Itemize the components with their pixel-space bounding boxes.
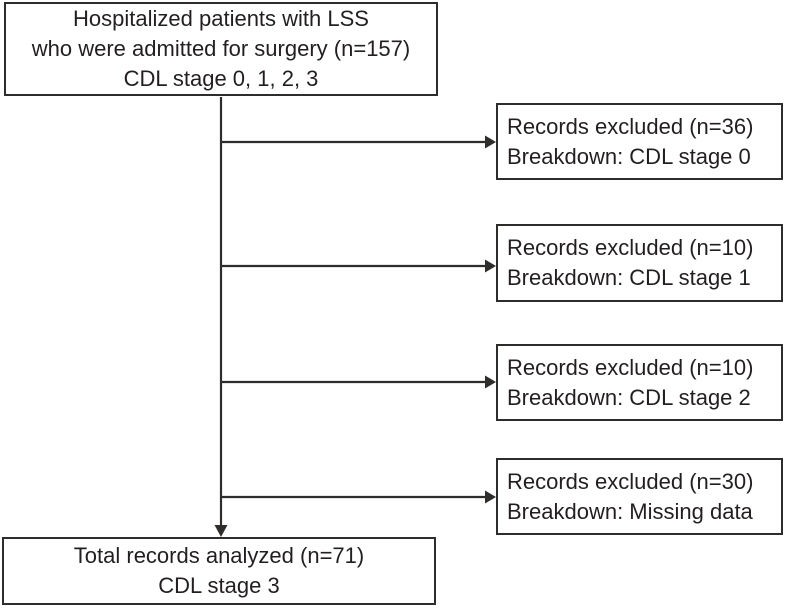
analyzed-box: Total records analyzed (n=71) CDL stage … <box>2 537 436 605</box>
source-box-line-2: who were admitted for surgery (n=157) <box>31 36 411 61</box>
branch-arrow-4 <box>221 490 496 504</box>
analyzed-box-line-2: CDL stage 3 <box>158 573 280 598</box>
branch-arrow-2 <box>221 259 496 273</box>
exclusion-breakdown-line: Breakdown: CDL stage 2 <box>507 384 751 410</box>
exclusion-box-missing-data: Records excluded (n=30) Breakdown: Missi… <box>496 458 783 535</box>
exclusion-box-cdl-stage-2: Records excluded (n=10) Breakdown: CDL s… <box>496 344 783 421</box>
branch-arrow-1 <box>221 135 496 149</box>
exclusion-count-line: Records excluded (n=10) <box>507 354 754 380</box>
exclusion-breakdown-line: Breakdown: CDL stage 0 <box>507 143 751 169</box>
source-box-line-1: Hospitalized patients with LSS <box>73 6 369 31</box>
analyzed-box-line-1: Total records analyzed (n=71) <box>73 543 365 568</box>
exclusion-breakdown-line: Breakdown: CDL stage 1 <box>507 265 751 290</box>
branch-arrow-3 <box>221 375 496 389</box>
exclusion-box-cdl-stage-0: Records excluded (n=36) Breakdown: CDL s… <box>496 103 783 180</box>
exclusion-count-line: Records excluded (n=36) <box>507 113 754 139</box>
trunk-arrow <box>214 97 228 537</box>
source-box-line-3: CDL stage 0, 1, 2, 3 <box>123 66 319 91</box>
exclusion-count-line: Records excluded (n=10) <box>507 235 754 260</box>
exclusion-box-cdl-stage-1: Records excluded (n=10) Breakdown: CDL s… <box>496 224 783 302</box>
exclusion-breakdown-line: Breakdown: Missing data <box>507 498 753 524</box>
exclusion-count-line: Records excluded (n=30) <box>507 468 754 494</box>
source-box: Hospitalized patients with LSS who were … <box>4 2 438 96</box>
